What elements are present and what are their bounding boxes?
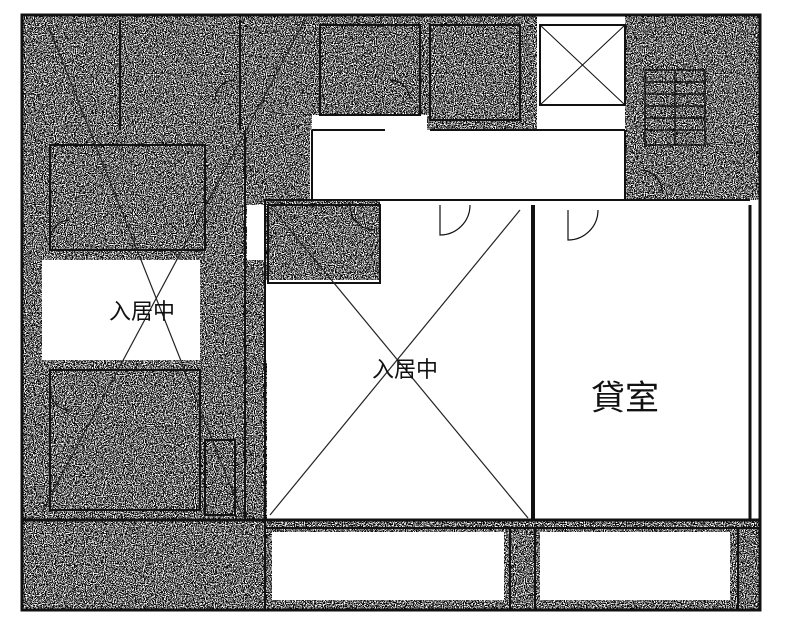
- left-unit-open-area: [45, 265, 200, 355]
- left-unit-cross: [47, 24, 243, 516]
- elevator-shaft: [539, 24, 626, 106]
- right-unit-floor: [538, 208, 748, 518]
- door: [439, 204, 471, 236]
- center-unit-floor: [270, 285, 528, 517]
- stairs: [644, 69, 706, 146]
- bottom-room-center: [272, 532, 504, 600]
- occupied-cross-marks: [41, 19, 529, 519]
- door: [567, 209, 599, 241]
- outer-wall: [20, 13, 762, 612]
- center-unit-status-label: 入居中: [371, 358, 439, 383]
- bottom-room-right: [540, 532, 730, 600]
- vacant-unit-label[interactable]: 貸室: [591, 378, 659, 419]
- left-unit-status-label: 入居中: [108, 300, 176, 325]
- center-unit-cross: [271, 207, 529, 519]
- corridor: [312, 130, 625, 200]
